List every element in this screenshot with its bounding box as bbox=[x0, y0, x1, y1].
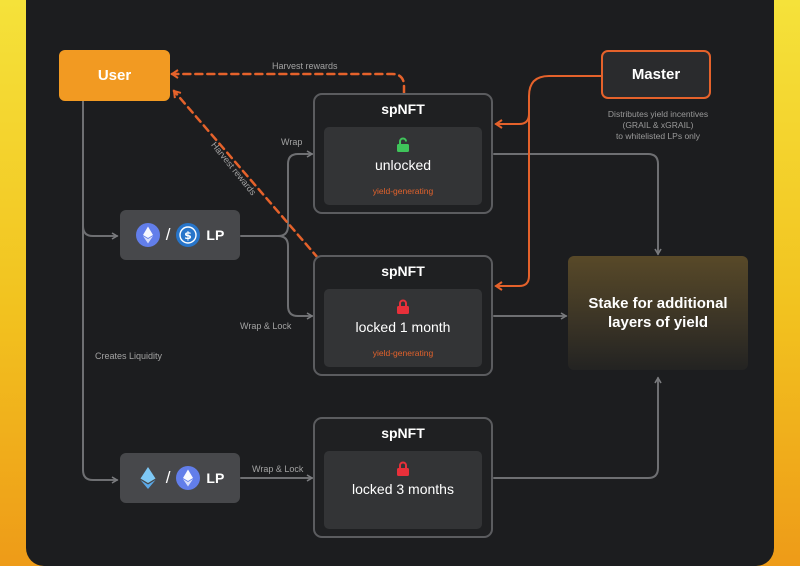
spnft-title: spNFT bbox=[381, 101, 425, 117]
lp-eth-usdc-node: / $ LP bbox=[120, 210, 240, 260]
lock-icon bbox=[397, 299, 409, 314]
lp-label: LP bbox=[206, 227, 225, 243]
wrap-label: Wrap bbox=[281, 137, 303, 147]
pair-slash: / bbox=[165, 225, 171, 244]
usdc-icon: $ bbox=[176, 223, 201, 247]
stake-label: Stake for additional layers of yield bbox=[588, 295, 728, 331]
spnft-inner: locked 1 month yield-generating bbox=[324, 289, 482, 367]
wrap-lock-label-1: Wrap & Lock bbox=[240, 321, 292, 331]
lp-label: LP bbox=[206, 470, 225, 486]
pair-slash: / bbox=[165, 468, 171, 487]
unlocked-to-stake-line bbox=[493, 153, 662, 256]
master-note: Distributes yield incentives (GRAIL & xG… bbox=[590, 109, 726, 142]
eth-icon bbox=[135, 223, 160, 247]
harvest-rewards-label: Harvest rewards bbox=[272, 61, 338, 71]
spnft-inner: unlocked yield-generating bbox=[324, 127, 482, 205]
eth-light-icon bbox=[140, 467, 156, 489]
harvest-top-line bbox=[170, 69, 406, 95]
spnft-state: unlocked bbox=[374, 157, 432, 173]
svg-text:$: $ bbox=[185, 229, 193, 242]
spnft-title: spNFT bbox=[381, 425, 425, 441]
creates-liquidity-label: Creates Liquidity bbox=[95, 351, 163, 361]
spnft-title: spNFT bbox=[381, 263, 425, 279]
spnft-locked-1-month-card: spNFT locked 1 month yield-generating bbox=[313, 255, 493, 376]
unlocked-icon bbox=[397, 137, 409, 152]
lp-eth-eth-node: / LP bbox=[120, 453, 240, 503]
spnft-inner: locked 3 months bbox=[324, 451, 482, 529]
master-note-line-2: (GRAIL & xGRAIL) bbox=[622, 120, 694, 130]
yield-label: yield-generating bbox=[372, 348, 434, 358]
spnft-unlocked-card: spNFT unlocked yield-generating bbox=[313, 93, 493, 214]
user-to-lp1-line bbox=[82, 225, 119, 240]
harvest-diagonal-line bbox=[172, 89, 320, 260]
lock-icon bbox=[397, 461, 409, 476]
yield-label: yield-generating bbox=[372, 186, 434, 196]
user-node: User bbox=[59, 50, 170, 101]
master-note-line-3: to whitelisted LPs only bbox=[615, 131, 701, 141]
user-trunk-line bbox=[82, 100, 119, 484]
spnft-state: locked 1 month bbox=[355, 319, 451, 335]
spnft-locked-3-months-card: spNFT locked 3 months bbox=[313, 417, 493, 538]
stake-node: Stake for additional layers of yield bbox=[568, 256, 748, 370]
wrap-line bbox=[240, 150, 314, 237]
wrap-lock-line-1 bbox=[277, 235, 314, 320]
wrap-lock-label-2: Wrap & Lock bbox=[252, 464, 304, 474]
eth-icon bbox=[176, 466, 201, 490]
spnft-state: locked 3 months bbox=[352, 481, 454, 497]
master-to-spnft1-line bbox=[494, 75, 602, 129]
master-node: Master bbox=[601, 50, 711, 99]
master-to-spnft2-line bbox=[494, 109, 530, 291]
locked3-to-stake-line bbox=[493, 376, 662, 479]
master-note-line-1: Distributes yield incentives bbox=[607, 109, 709, 119]
